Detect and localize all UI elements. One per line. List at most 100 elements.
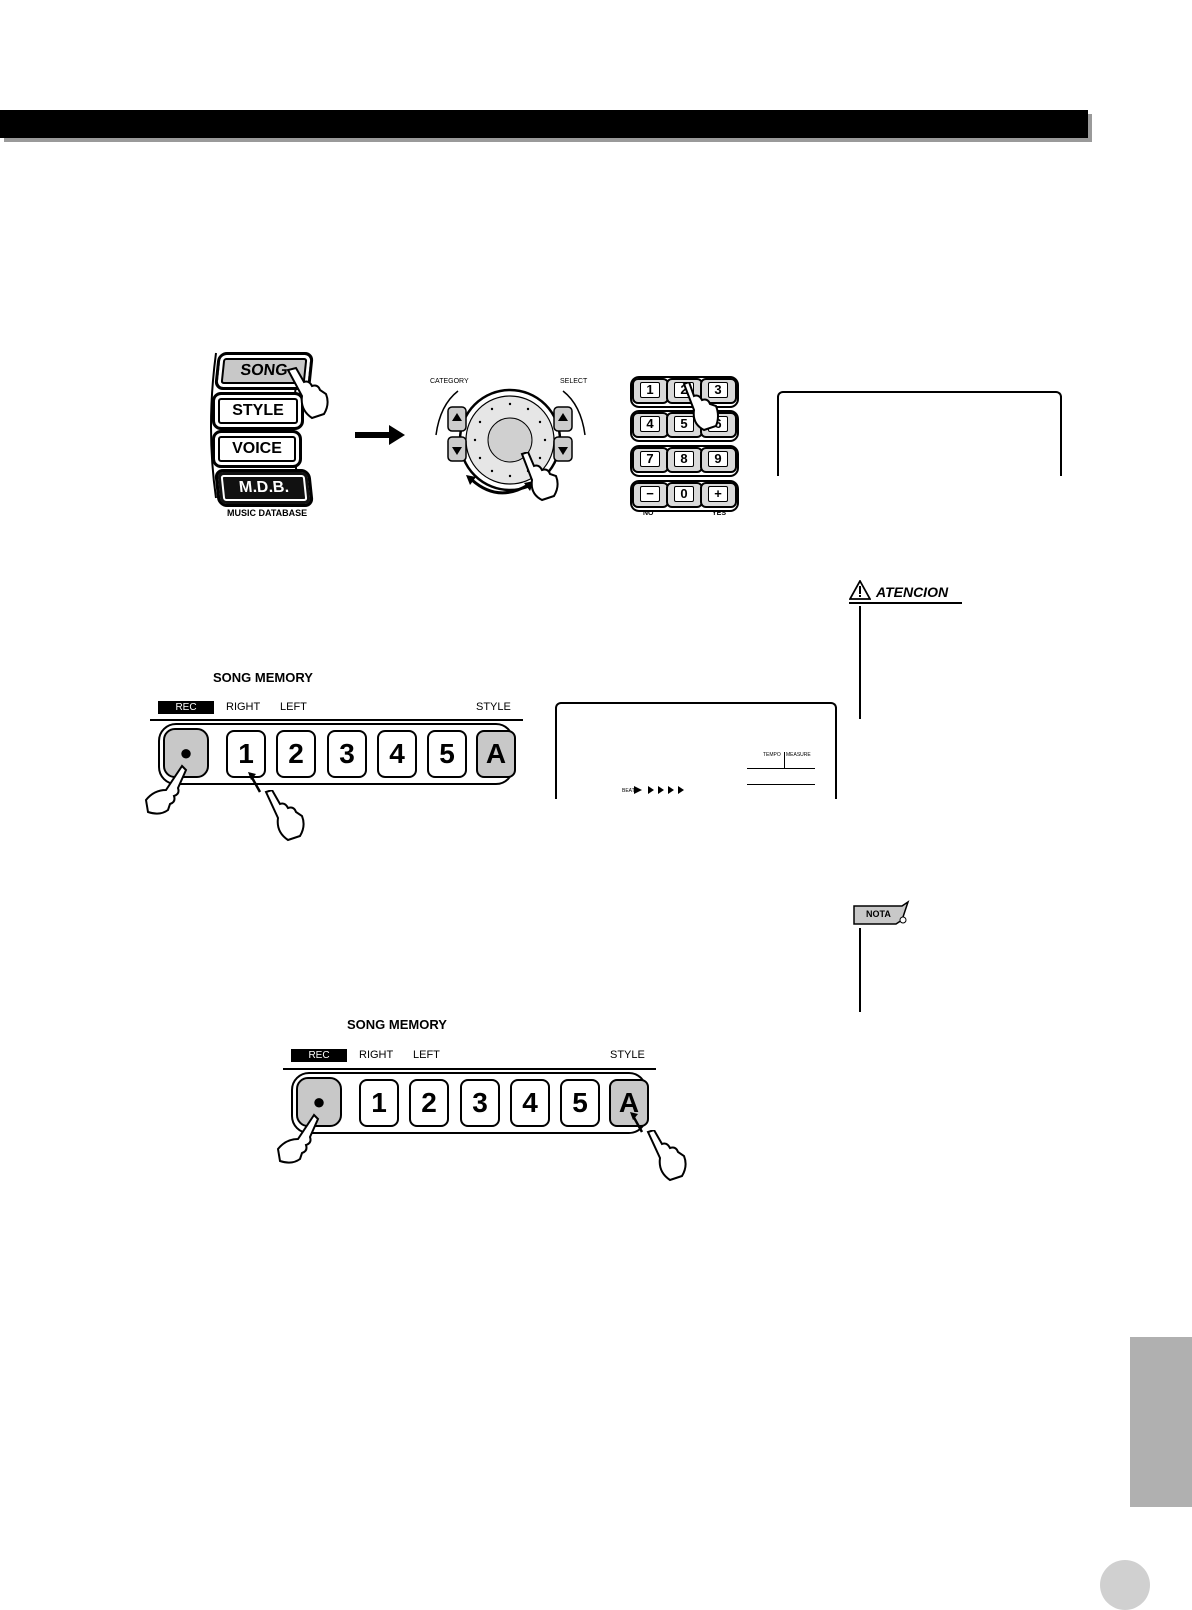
nota-label: NOTA <box>866 909 891 919</box>
track-4-label-2: 4 <box>522 1087 538 1118</box>
track-a-label-2: A <box>618 1087 640 1118</box>
nota-tag-icon <box>853 900 910 925</box>
no-label: NO <box>643 510 654 517</box>
right-label-2: RIGHT <box>359 1049 394 1061</box>
measure-label: MEASURE <box>786 752 811 758</box>
tempo-line <box>747 768 815 769</box>
right-arrow-icon <box>355 425 405 445</box>
key-1[interactable]: 1 <box>632 378 669 404</box>
style-button-label: STYLE <box>232 402 284 419</box>
song-memory-title-1: SONG MEMORY <box>213 670 313 685</box>
track-5-button-2[interactable]: 5 <box>560 1079 600 1127</box>
track-4-button-2[interactable]: 4 <box>510 1079 550 1127</box>
track-5-button[interactable]: 5 <box>427 730 467 778</box>
key-8[interactable]: 8 <box>666 447 703 473</box>
style-label-2: STYLE <box>610 1049 645 1061</box>
yes-label: YES <box>712 510 727 517</box>
key-5-label: 5 <box>674 416 694 432</box>
key-9-label: 9 <box>708 451 728 467</box>
keypad-row-4 <box>630 480 739 512</box>
keypad-hand-icon <box>682 382 719 432</box>
keypad-row-2 <box>630 410 739 442</box>
key-plus-yes[interactable]: + <box>700 482 737 508</box>
keypad-row-3 <box>630 445 739 477</box>
tempo-label: TEMPO <box>763 752 781 758</box>
style-label-1: STYLE <box>476 701 511 713</box>
chapter-side-tab <box>1130 1337 1192 1507</box>
key-7-label: 7 <box>640 451 660 467</box>
track-2-button-2[interactable]: 2 <box>409 1079 449 1127</box>
section-header-bar <box>0 110 1088 138</box>
song-memory-divider-2 <box>283 1068 656 1070</box>
track-a-label: A <box>485 738 507 769</box>
track-4-button[interactable]: 4 <box>377 730 417 778</box>
dial-hand-icon <box>520 452 559 502</box>
track-3-button[interactable]: 3 <box>327 730 367 778</box>
rec-tag-1: REC <box>158 701 214 714</box>
track-1-label: 1 <box>238 738 254 769</box>
track-a-button-2[interactable]: A <box>609 1079 649 1127</box>
key-7[interactable]: 7 <box>632 447 669 473</box>
pointer-arrow-icon <box>248 772 262 793</box>
atencion-rule <box>859 606 861 719</box>
track-3-label-2: 3 <box>472 1087 488 1118</box>
music-database-label: MUSIC DATABASE <box>227 508 308 518</box>
track-4-label: 4 <box>389 738 405 769</box>
key-0[interactable]: 0 <box>666 482 703 508</box>
key-minus-no[interactable]: − <box>632 482 669 508</box>
song-button-label: SONG <box>239 362 289 379</box>
left-label-2: LEFT <box>413 1049 440 1061</box>
rec-button-1[interactable]: ● <box>163 728 209 778</box>
tempo-divider <box>784 752 785 768</box>
key-plus-label: + <box>708 486 728 502</box>
style-button[interactable]: STYLE <box>212 392 304 430</box>
key-1-label: 1 <box>640 382 660 398</box>
rec-hand-icon-2 <box>276 1113 320 1164</box>
right-label-1: RIGHT <box>226 701 261 713</box>
pointer-arrow-icon-2 <box>630 1112 644 1133</box>
key-0-label: 0 <box>674 486 694 502</box>
song-memory-title-2: SONG MEMORY <box>347 1017 447 1032</box>
warning-icon <box>849 580 871 600</box>
voice-button-label: VOICE <box>232 440 282 457</box>
measure-line <box>747 784 815 785</box>
mdb-button[interactable]: M.D.B. <box>214 469 314 507</box>
track-5-label: 5 <box>439 738 455 769</box>
data-dial[interactable] <box>428 385 593 510</box>
select-label: SELECT <box>560 378 588 385</box>
atencion-underline <box>849 602 962 604</box>
lcd-display-2: TEMPO MEASURE BEAT <box>555 702 837 799</box>
track-1-button[interactable]: 1 <box>226 730 266 778</box>
left-label-1: LEFT <box>280 701 307 713</box>
style-hand-icon <box>646 1130 687 1182</box>
key-minus-label: − <box>640 486 660 502</box>
track-a-button[interactable]: A <box>476 730 516 778</box>
track-1-button-2[interactable]: 1 <box>359 1079 399 1127</box>
beat-indicator <box>634 786 684 794</box>
song-memory-divider-1 <box>150 719 523 721</box>
key-3-label: 3 <box>708 382 728 398</box>
track-2-button[interactable]: 2 <box>276 730 316 778</box>
track-3-button-2[interactable]: 3 <box>460 1079 500 1127</box>
key-9[interactable]: 9 <box>700 447 737 473</box>
mdb-button-label: M.D.B. <box>238 479 290 496</box>
track-2-label: 2 <box>288 738 304 769</box>
keypad-row-1 <box>630 376 739 408</box>
category-label: CATEGORY <box>430 378 469 385</box>
voice-button[interactable]: VOICE <box>212 430 302 468</box>
key-8-label: 8 <box>674 451 694 467</box>
track-2-label-2: 2 <box>421 1087 437 1118</box>
rec-hand-icon <box>144 764 188 815</box>
nota-rule <box>859 928 861 1012</box>
track-1-label-2: 1 <box>371 1087 387 1118</box>
key-4[interactable]: 4 <box>632 412 669 438</box>
lcd-display-1 <box>777 391 1062 476</box>
key-4-label: 4 <box>640 416 660 432</box>
rec-tag-2: REC <box>291 1049 347 1062</box>
pointing-hand-icon <box>286 366 329 420</box>
beat-label: BEAT <box>622 788 635 794</box>
track-5-label-2: 5 <box>572 1087 588 1118</box>
page-number-circle <box>1100 1560 1150 1610</box>
track-hand-icon <box>264 790 305 842</box>
atencion-label: ATENCION <box>876 584 949 600</box>
